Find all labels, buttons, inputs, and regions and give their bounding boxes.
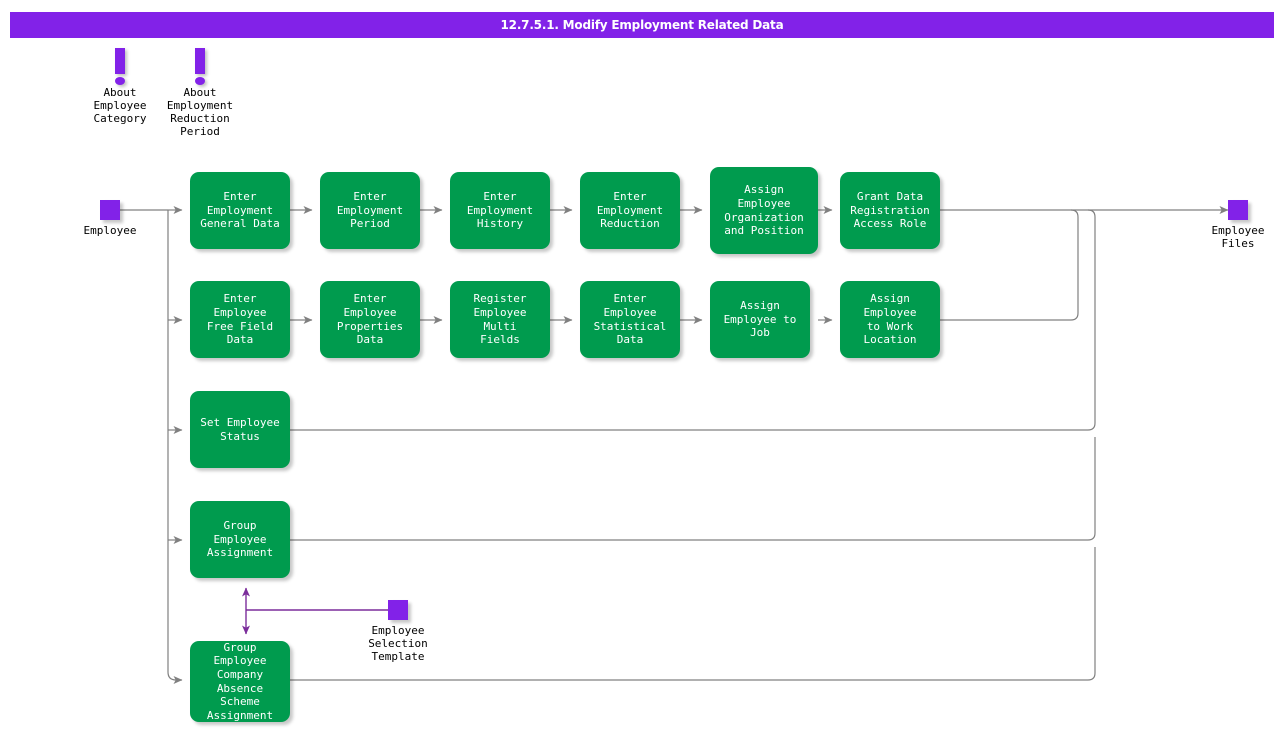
process-group-employee-company-absence-scheme-assignment[interactable]: Group Employee Company Absence Scheme As… bbox=[190, 641, 290, 722]
exclamation-icon bbox=[140, 48, 260, 86]
exclamation-dot bbox=[115, 77, 125, 85]
exclamation-bar bbox=[195, 48, 205, 74]
process-grant-data-registration-access-role[interactable]: Grant Data Registration Access Role bbox=[840, 172, 940, 249]
terminal-label: Employee bbox=[83, 224, 137, 237]
terminal-employee-selection-template[interactable]: Employee Selection Template bbox=[358, 600, 438, 663]
terminal-employee[interactable]: Employee bbox=[60, 200, 160, 237]
note-label: About Employee Category bbox=[93, 86, 147, 125]
wire-r5-riser bbox=[290, 547, 1096, 681]
process-enter-employment-period[interactable]: Enter Employment Period bbox=[320, 172, 420, 249]
process-enter-employee-free-field-data[interactable]: Enter Employee Free Field Data bbox=[190, 281, 290, 358]
terminal-square-icon bbox=[100, 200, 120, 220]
process-enter-employment-reduction[interactable]: Enter Employment Reduction bbox=[580, 172, 680, 249]
process-group-employee-assignment[interactable]: Group Employee Assignment bbox=[190, 501, 290, 578]
terminal-square-icon bbox=[1228, 200, 1248, 220]
process-register-employee-multi-fields[interactable]: Register Employee Multi Fields bbox=[450, 281, 550, 358]
wire-r2-riser bbox=[940, 209, 1079, 321]
process-enter-employment-general-data[interactable]: Enter Employment General Data bbox=[190, 172, 290, 249]
process-set-employee-status[interactable]: Set Employee Status bbox=[190, 391, 290, 468]
note-about-employee-category[interactable]: About Employee Category bbox=[60, 48, 180, 125]
exclamation-icon bbox=[60, 48, 180, 86]
exclamation-dot bbox=[195, 77, 205, 85]
process-enter-employee-statistical-data[interactable]: Enter Employee Statistical Data bbox=[580, 281, 680, 358]
process-enter-employment-history[interactable]: Enter Employment History bbox=[450, 172, 550, 249]
process-assign-employee-organization-and-position[interactable]: Assign Employee Organization and Positio… bbox=[710, 167, 818, 254]
process-enter-employee-properties-data[interactable]: Enter Employee Properties Data bbox=[320, 281, 420, 358]
terminal-employee-files[interactable]: Employee Files bbox=[1198, 200, 1278, 250]
terminal-label: Employee Selection Template bbox=[368, 624, 428, 663]
wire-left-bus bbox=[167, 210, 183, 684]
terminal-label: Employee Files bbox=[1211, 224, 1265, 250]
process-assign-employee-to-job[interactable]: Assign Employee to Job bbox=[710, 281, 810, 358]
terminal-square-icon bbox=[388, 600, 408, 620]
note-about-employment-reduction-period[interactable]: About Employment Reduction Period bbox=[140, 48, 260, 138]
process-assign-employee-to-work-location[interactable]: Assign Employee to Work Location bbox=[840, 281, 940, 358]
wire-r3-riser bbox=[290, 209, 1096, 431]
page-title: 12.7.5.1. Modify Employment Related Data bbox=[10, 12, 1274, 38]
note-label: About Employment Reduction Period bbox=[166, 86, 234, 138]
exclamation-bar bbox=[115, 48, 125, 74]
wire-r4-riser bbox=[290, 437, 1096, 541]
